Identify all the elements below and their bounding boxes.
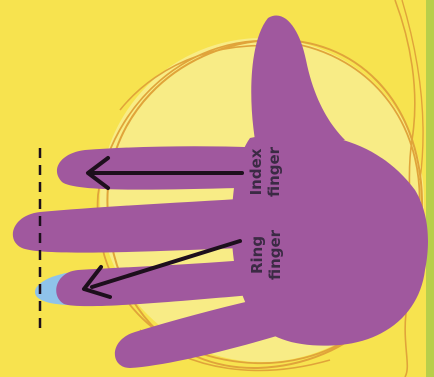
- ring-finger-label: Ring finger: [248, 229, 284, 280]
- right-edge-strip: [426, 0, 434, 377]
- ring-label-line1: Ring: [248, 236, 266, 274]
- index-finger-label: Index finger: [247, 146, 283, 197]
- ring-label-line2: finger: [266, 229, 284, 280]
- index-label-line2: finger: [265, 146, 283, 197]
- index-label-line1: Index: [247, 148, 265, 195]
